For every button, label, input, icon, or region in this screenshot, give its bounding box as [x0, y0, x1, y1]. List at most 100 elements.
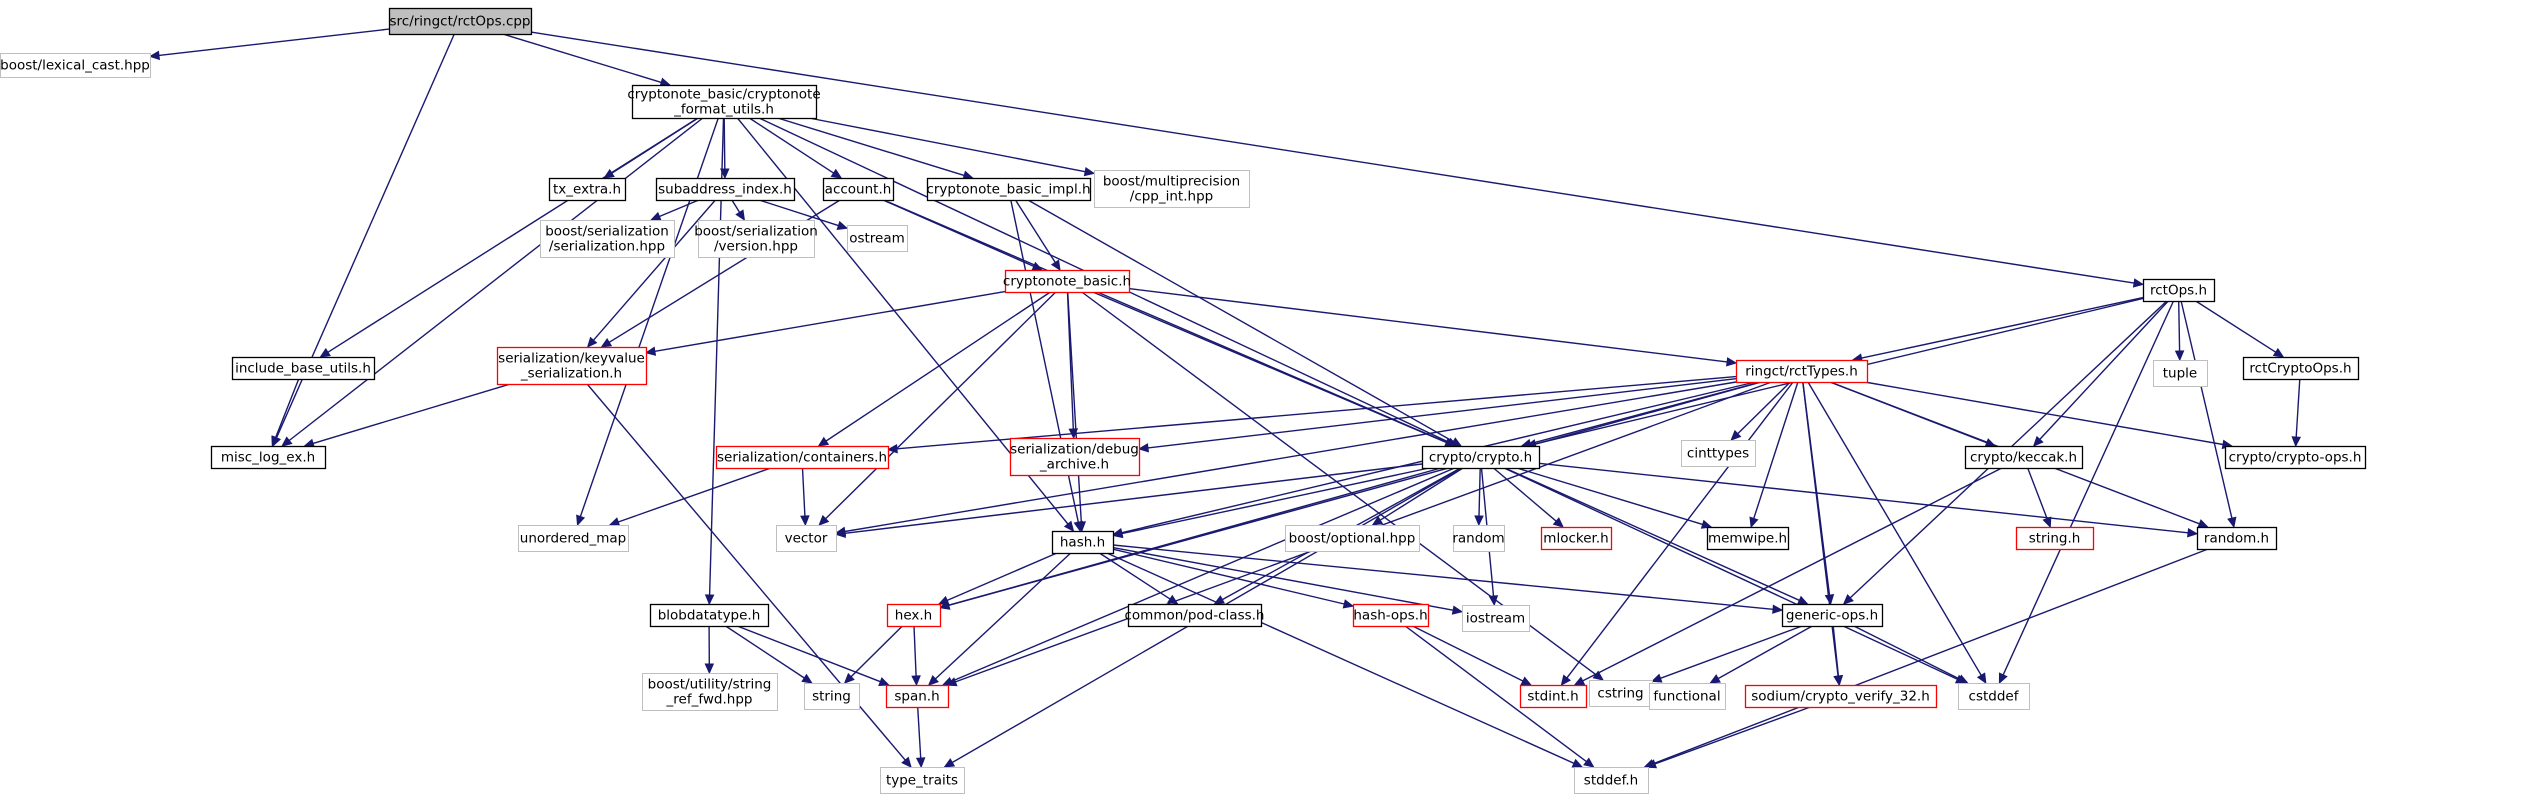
node-keccak[interactable]: crypto/keccak.h [1964, 445, 2084, 470]
edge-line [1128, 287, 1728, 363]
node-span-h[interactable]: span.h [885, 684, 950, 709]
node-box [885, 684, 950, 709]
edge-line [158, 28, 390, 57]
edge-line [1802, 381, 1839, 677]
node-generic-ops[interactable]: generic-ops.h [1781, 603, 1884, 628]
node-box [210, 445, 327, 470]
node-blobdatatype[interactable]: blobdatatype.h [649, 603, 770, 628]
arrowhead-icon [1726, 357, 1738, 367]
node-type-traits: type_traits [880, 767, 965, 794]
arrowhead-icon [2197, 519, 2209, 529]
node-label: _archive.h [1039, 457, 1109, 473]
edge-hash_ops-to-stdint_h [1412, 625, 1532, 686]
node-label: rctOps.h [2150, 283, 2207, 299]
node-rctops-cpp[interactable]: src/ringct/rctOps.cpp [388, 7, 533, 36]
edge-containers-to-unordered_map [608, 467, 772, 527]
edge-line [1106, 552, 1575, 764]
node-label: stdint.h [1527, 689, 1578, 705]
node-box [1127, 603, 1263, 628]
node-memwipe[interactable]: memwipe.h [1706, 526, 1790, 551]
node-rcttypes[interactable]: ringct/rctTypes.h [1735, 359, 1869, 384]
node-rctcryptoops[interactable]: rctCryptoOps.h [2242, 356, 2360, 381]
edge-line [2195, 300, 2277, 353]
edge-generic_ops-to-cstddef [1853, 625, 1969, 684]
arrowhead-icon [886, 443, 898, 454]
node-label: crypto/keccak.h [1970, 450, 2077, 466]
edge-containers-to-vector [800, 467, 810, 527]
edge-crypto_h-to-vector [834, 463, 1423, 539]
node-account[interactable]: account.h [822, 177, 895, 202]
arrowhead-icon [608, 517, 621, 527]
node-label: tx_extra.h [553, 182, 621, 198]
edge-crypto_h-to-optional [1371, 467, 1464, 526]
node-subaddress-index[interactable]: subaddress_index.h [655, 177, 796, 202]
node-label: random.h [2204, 531, 2269, 547]
edge-hex_h-to-string_std [843, 625, 903, 684]
edge-hash_h-to-stddef_h [1106, 552, 1584, 768]
edge-line [288, 117, 704, 442]
node-label: account.h [825, 182, 892, 198]
edge-cn_basic_impl-to-cn_basic [1014, 199, 1061, 272]
arrowhead-icon [937, 595, 950, 605]
node-hash-h[interactable]: hash.h [1051, 530, 1115, 555]
node-crypto-h[interactable]: crypto/crypto.h [1421, 445, 1541, 470]
node-hash-ops[interactable]: hash-ops.h [1352, 603, 1430, 628]
node-mlocker[interactable]: mlocker.h [1540, 526, 1613, 551]
edge-line [950, 467, 1455, 683]
node-box [2242, 356, 2360, 381]
arrowhead-icon [1772, 604, 1784, 614]
node-label: cryptonote_basic/cryptonote [627, 87, 820, 103]
node-box [1681, 440, 1756, 467]
node-box [1009, 437, 1141, 477]
node-rctops-h[interactable]: rctOps.h [2142, 278, 2216, 303]
node-stdint-h[interactable]: stdint.h [1519, 684, 1588, 709]
edge-hash_h-to-hex_h [937, 552, 1058, 605]
arrowhead-icon [915, 757, 926, 769]
node-crypto-ops[interactable]: crypto/crypto-ops.h [2224, 445, 2367, 470]
nodes-layer: src/ringct/rctOps.cpp boost/lexical_cast.… [0, 7, 2367, 794]
edge-generic_ops-to-cstring [1650, 625, 1803, 683]
node-containers[interactable]: serialization/containers.h [715, 445, 890, 470]
arrowhead-icon [1833, 675, 1844, 687]
node-label: memwipe.h [1708, 531, 1787, 547]
arrowhead-icon [1560, 674, 1572, 686]
node-label: common/pod-class.h [1125, 608, 1265, 624]
node-keyvalue-ser[interactable]: serialization/keyvalue_serialization.h [496, 346, 648, 386]
edge-subaddress_index-to-boost_ser [649, 199, 700, 221]
node-hex-h[interactable]: hex.h [886, 603, 942, 628]
node-crypto-verify[interactable]: sodium/crypto_verify_32.h [1744, 684, 1938, 709]
node-tx-extra[interactable]: tx_extra.h [548, 177, 627, 202]
arrowhead-icon [586, 336, 598, 348]
node-cstddef: cstddef [1958, 683, 2030, 710]
edge-rctcryptoops-to-crypto_ops [2291, 378, 2301, 448]
arrowhead-icon [1571, 758, 1584, 768]
arrowhead-icon [943, 758, 956, 768]
node-cn-basic[interactable]: cryptonote_basic.h [1003, 269, 1131, 294]
node-cn-basic-impl[interactable]: cryptonote_basic_impl.h [926, 177, 1092, 202]
node-debug-archive[interactable]: serialization/debug_archive.h [1009, 437, 1141, 477]
arrowhead-icon [901, 756, 912, 768]
node-label: boost/lexical_cast.hpp [0, 58, 150, 74]
edge-crypto_h-to-hash_h [1111, 467, 1430, 539]
node-box [822, 177, 895, 202]
edge-line [1067, 291, 1082, 523]
edge-rctops_h-to-tuple [2174, 300, 2185, 362]
edge-line [592, 199, 716, 341]
edge-hash_h-to-span_h [927, 552, 1072, 686]
edge-cn_basic-to-containers [817, 291, 1051, 447]
arrowhead-icon [818, 514, 830, 526]
node-string-h[interactable]: string.h [2015, 526, 2095, 551]
node-label: boost/serialization [545, 224, 669, 240]
edge-rctops_h-to-random_h [2180, 300, 2237, 529]
node-include-base-utils[interactable]: include_base_utils.h [231, 356, 376, 381]
edge-line [725, 625, 805, 679]
node-misc-log-ex[interactable]: misc_log_ex.h [210, 445, 327, 470]
node-pod-class[interactable]: common/pod-class.h [1125, 603, 1265, 628]
node-random-h[interactable]: random.h [2196, 526, 2278, 551]
arrowhead-icon [941, 676, 954, 686]
node-box [1964, 445, 2084, 470]
edge-cn_basic-to-crypto_h [1092, 291, 1456, 447]
node-box [548, 177, 627, 202]
edge-line [2295, 378, 2301, 438]
node-format-utils[interactable]: cryptonote_basic/cryptonote_format_utils… [627, 84, 821, 120]
